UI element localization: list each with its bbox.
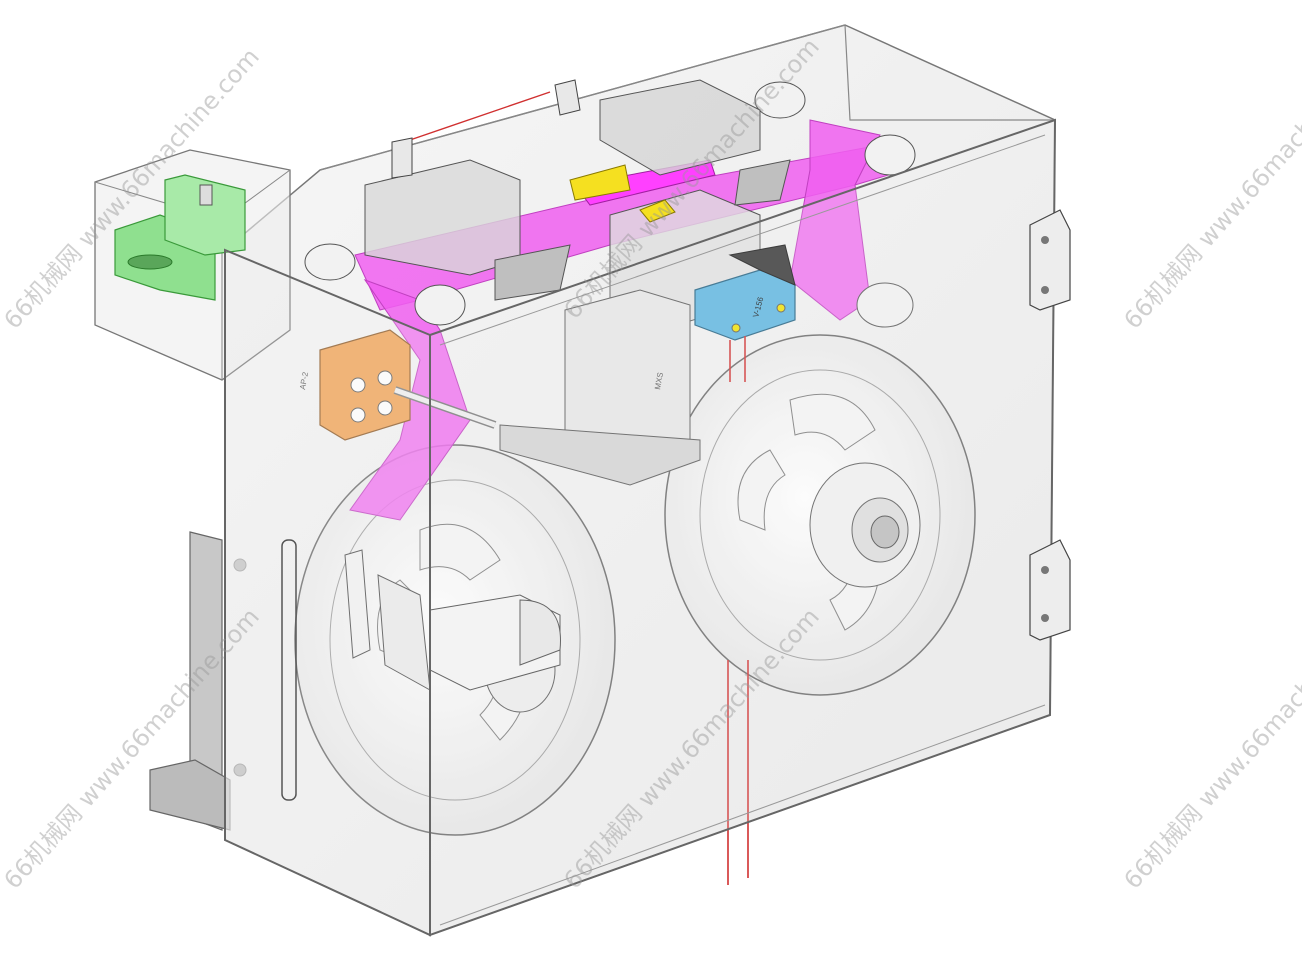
green-bracket	[114, 174, 246, 301]
wires	[409, 91, 749, 885]
mounting-plate	[149, 531, 247, 831]
guide-rollers	[304, 81, 916, 328]
door-hinge-bottom	[1029, 539, 1071, 641]
cylinder-label: MXS	[653, 372, 665, 391]
top-brackets	[391, 79, 581, 179]
block-label: AP-2	[298, 371, 310, 391]
housing-front	[224, 118, 1057, 937]
micro-switch: V-156	[694, 244, 796, 341]
latch-clamp	[344, 549, 561, 691]
orange-block: AP-2	[298, 329, 411, 441]
side-slot	[281, 539, 297, 801]
reel-back	[664, 334, 976, 696]
door-hinge-top	[1029, 209, 1071, 311]
rod	[393, 386, 497, 429]
pneumatic-cylinder: MXS	[499, 289, 701, 486]
